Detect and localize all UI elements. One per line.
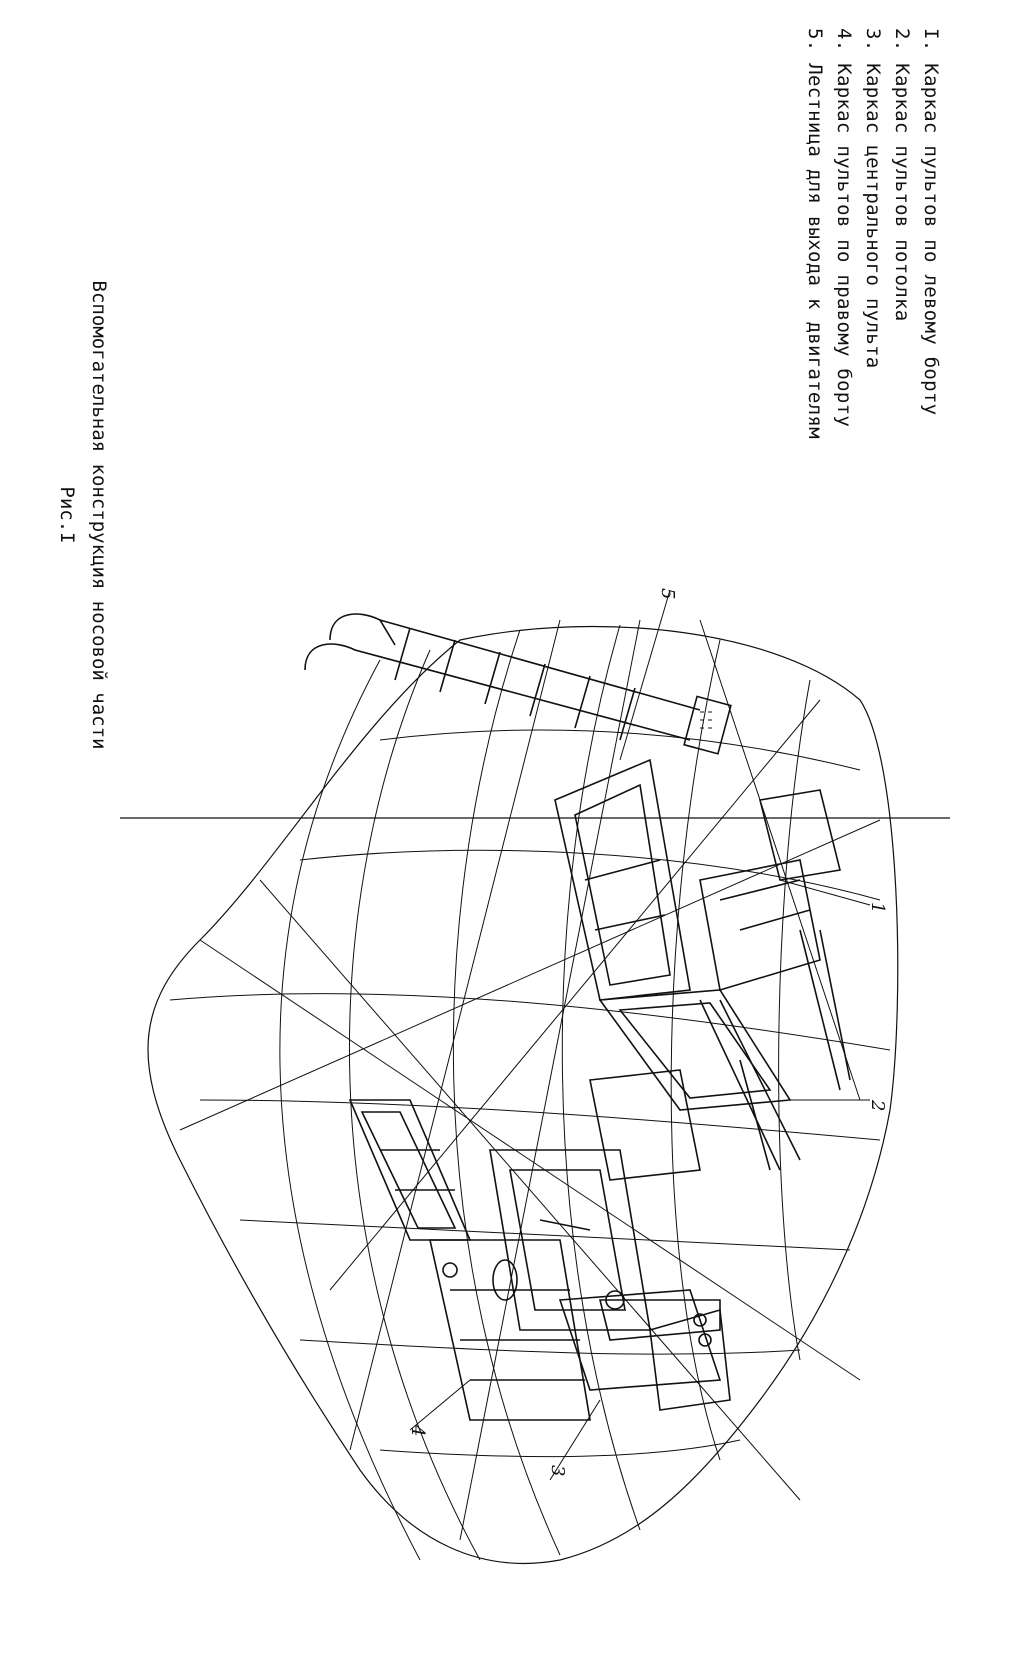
stringer-line: [299, 1339, 801, 1355]
frame-line: [279, 659, 421, 1561]
construction-line: [259, 879, 801, 1501]
stringer-line: [379, 1439, 741, 1458]
fuselage-outline: [147, 625, 899, 1564]
callout-1: 1: [867, 902, 888, 913]
stringer-line: [199, 1099, 881, 1141]
stringer-line: [239, 1219, 851, 1251]
construction-line: [459, 619, 641, 1541]
ceiling-console-frame: [589, 989, 801, 1181]
frame-line: [452, 629, 561, 1556]
ladder-rungs: [394, 627, 636, 741]
frame-line: [670, 639, 721, 1461]
callout-4: 4: [407, 1424, 428, 1436]
left-console-frame: [554, 758, 851, 1091]
frame-line: [561, 624, 641, 1531]
callout-5: 5: [657, 588, 678, 599]
frame-line: [348, 649, 481, 1561]
construction-line: [179, 819, 881, 1131]
callout-3: 3: [547, 1465, 568, 1476]
right-console-frame: [348, 1099, 591, 1421]
construction-line: [349, 619, 561, 1451]
frame-line: [778, 679, 811, 1361]
stringer-line: [299, 849, 881, 901]
ladder-structure: [304, 613, 732, 755]
construction-line: [199, 939, 861, 1381]
central-console-frame: [489, 1149, 731, 1411]
leader-lines: [409, 589, 871, 1481]
construction-line: [699, 619, 861, 1101]
construction-line: [329, 699, 821, 1291]
stringer-line: [169, 993, 891, 1051]
stringer-line: [379, 729, 861, 771]
callout-2: 2: [867, 1099, 888, 1111]
